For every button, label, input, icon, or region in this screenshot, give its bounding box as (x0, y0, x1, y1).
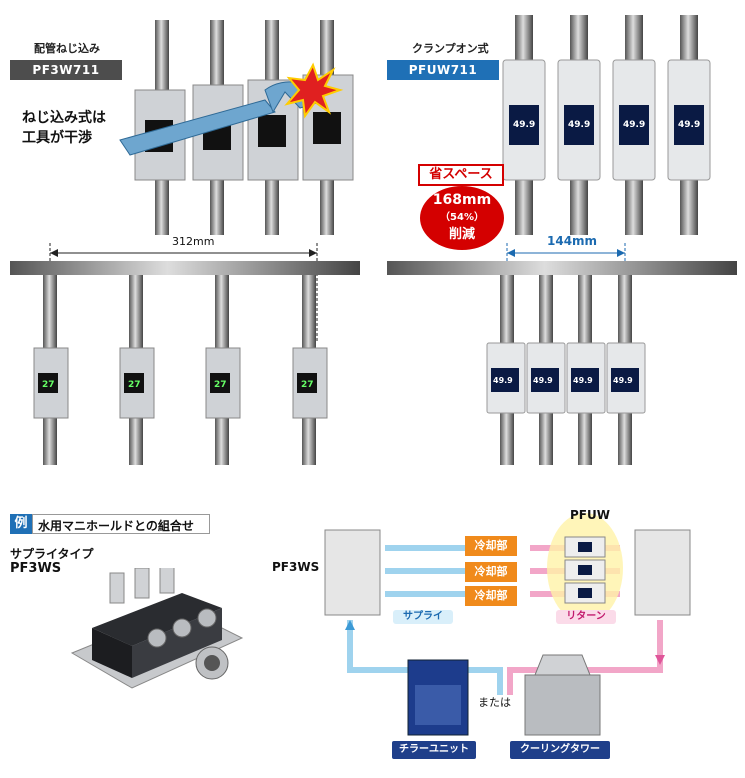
collision-burst-icon (284, 62, 344, 119)
cooling-unit-1: 冷却部 (465, 536, 517, 556)
clampon-layout-display-1: 49.9 (493, 376, 513, 385)
threaded-display-2: 27 (128, 380, 141, 390)
supply-pill: サプライ (393, 610, 453, 624)
supply-manifold (324, 529, 381, 616)
clampon-display-3: 49.9 (623, 120, 645, 130)
clampon-layout-display-2: 49.9 (533, 376, 553, 385)
interference-note: ねじ込み式は 工具が干渉 (22, 108, 106, 148)
clampon-sensor-photo: 49.9 49.9 49.9 49.9 (502, 15, 711, 235)
example-title-bar (32, 514, 210, 534)
supply-type-label: サプライタイプ (10, 547, 94, 561)
flow-diagram (324, 513, 691, 736)
return-manifold (634, 529, 691, 616)
dimension-312: 312mm (172, 235, 215, 248)
threaded-display-3: 27 (214, 380, 227, 390)
cooling-tower-label: クーリングタワー (510, 741, 610, 759)
space-saving-badge: 168mm （54%） 削減 (420, 186, 504, 250)
clampon-layout-display-4: 49.9 (613, 376, 633, 385)
manifold-photo (70, 568, 244, 689)
return-pill: リターン (556, 610, 616, 624)
clampon-layout-photo: 49.9 49.9 49.9 49.9 (387, 243, 737, 465)
top-left-caption: 配管ねじ込み (34, 42, 100, 55)
model-tag-pfuw711: PFUW711 (387, 60, 499, 80)
saving-word: 削減 (448, 227, 475, 242)
threaded-display-1: 27 (42, 380, 55, 390)
threaded-sensor-photo (119, 20, 354, 235)
clampon-display-4: 49.9 (678, 120, 700, 130)
clampon-sensor-bodies (502, 59, 711, 181)
threaded-layout-photo: 27 27 27 27 (10, 243, 360, 465)
supply-model-label: PF3WS (10, 561, 62, 576)
clampon-display-2: 49.9 (568, 120, 590, 130)
threaded-display-4: 27 (301, 380, 314, 390)
model-tag-pf3w711: PF3W711 (10, 60, 122, 80)
cooling-unit-2: 冷却部 (465, 562, 517, 582)
clampon-display-1: 49.9 (513, 120, 535, 130)
saving-percent: （54%） (440, 212, 484, 223)
cooling-tower-graphic (524, 674, 601, 736)
dimension-144: 144mm (547, 234, 598, 248)
chiller-label: チラーユニット (392, 741, 476, 759)
top-right-caption: クランプオン式 (412, 42, 489, 55)
wrench (119, 99, 276, 156)
example-tag: 例 (10, 514, 32, 534)
note-line-1: ねじ込み式は (22, 110, 106, 126)
pfuw-label: PFUW (570, 508, 610, 522)
or-text: または (478, 696, 511, 709)
pf3ws-label: PF3WS (272, 560, 320, 574)
note-line-2: 工具が干渉 (22, 130, 92, 146)
saving-value: 168mm (432, 192, 492, 208)
cooling-unit-3: 冷却部 (465, 586, 517, 606)
clampon-layout-display-3: 49.9 (573, 376, 593, 385)
example-title: 水用マニホールドとの組合せ (38, 519, 194, 533)
space-saving-label: 省スペース (418, 164, 504, 186)
